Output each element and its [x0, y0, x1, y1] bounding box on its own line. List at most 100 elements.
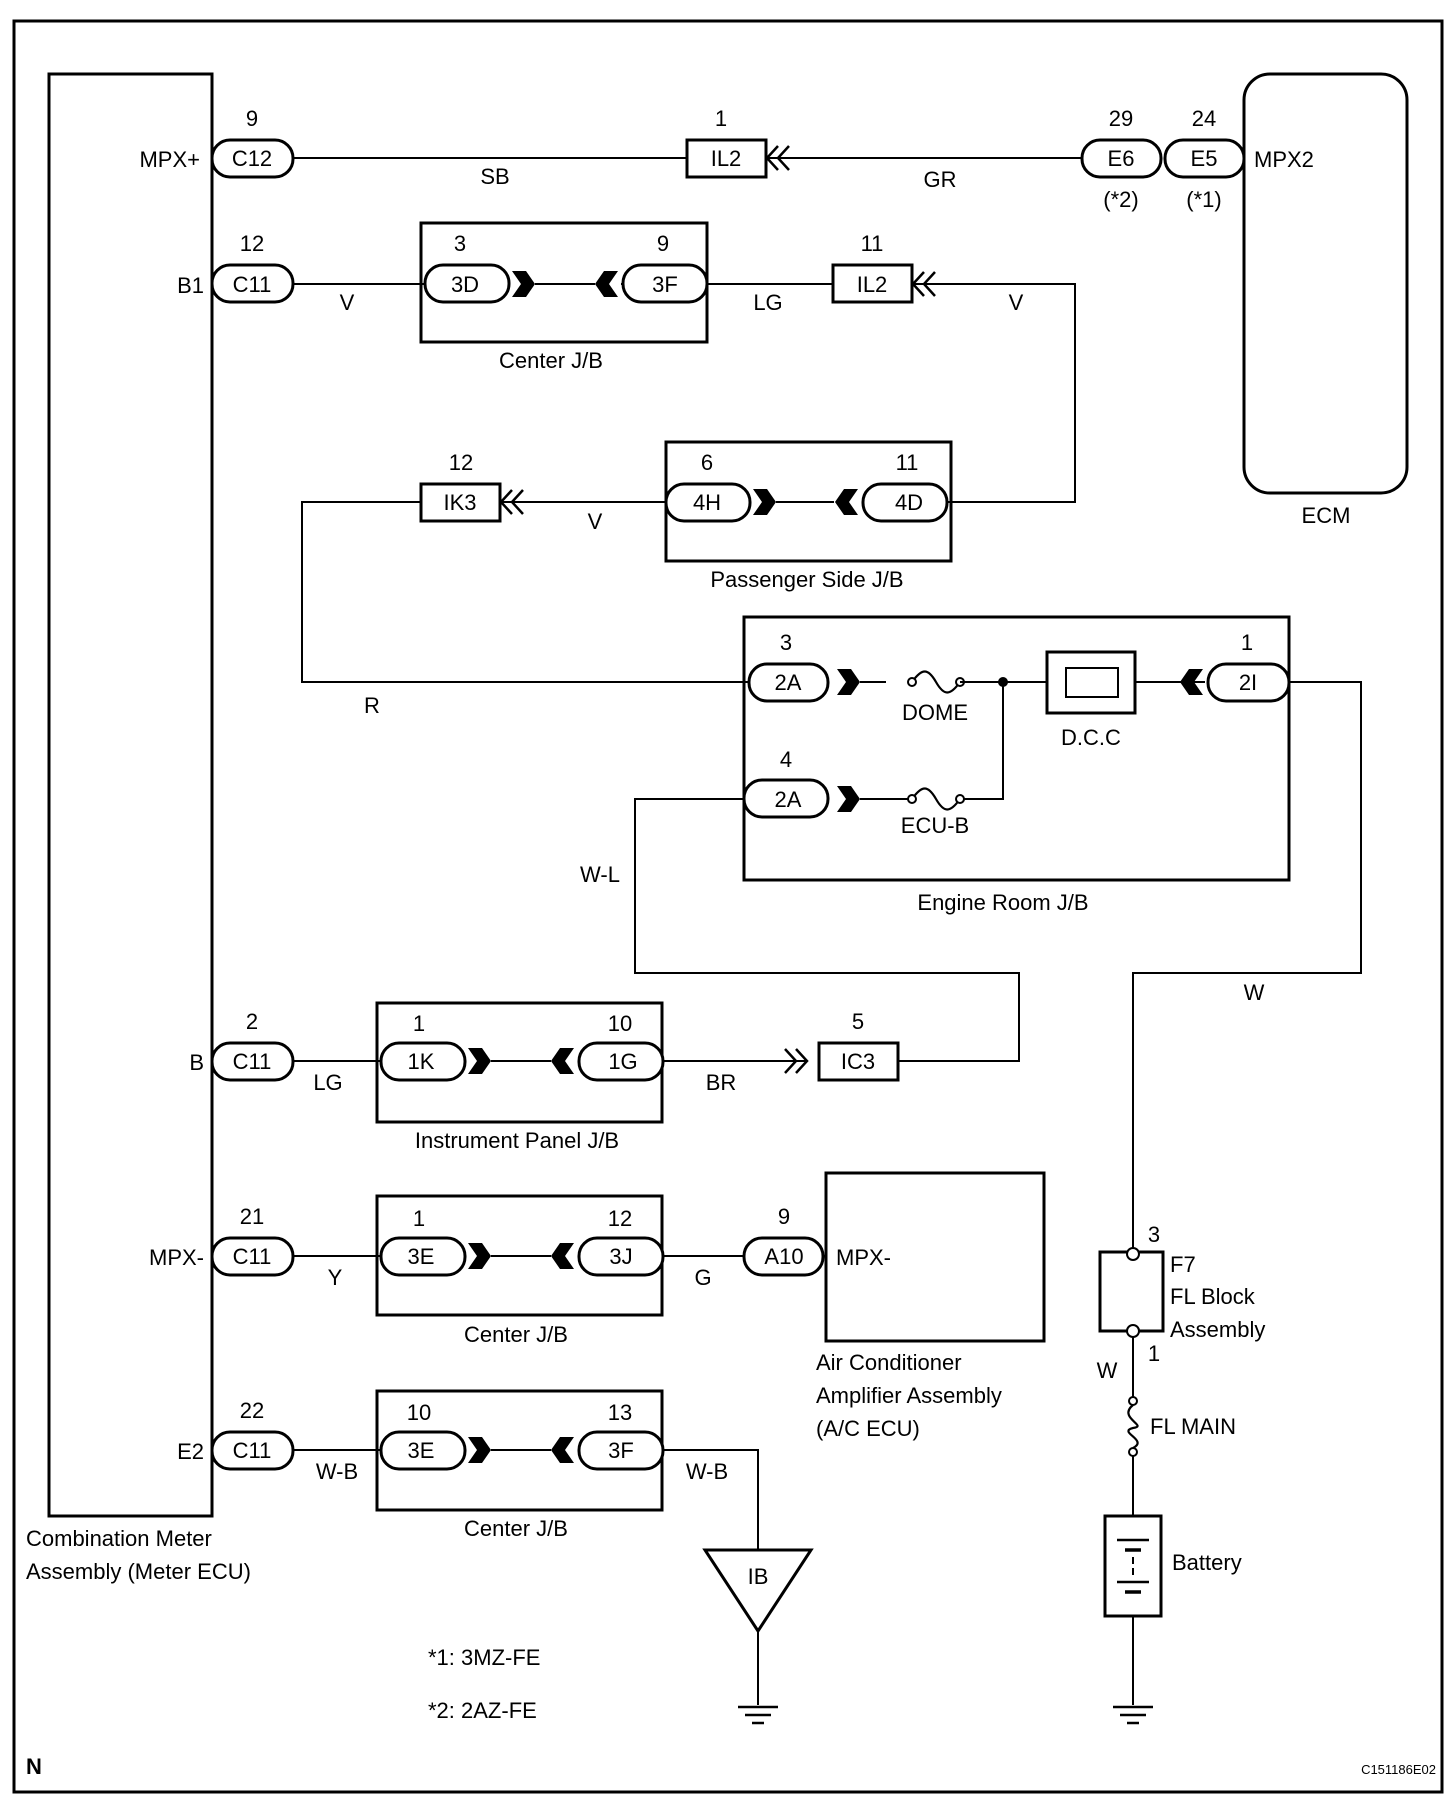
instrument-panel-jb: 1 1K 10 1G Instrument Panel J/B — [375, 1001, 665, 1153]
connector-c11-b1: 12 C11 — [210, 231, 295, 304]
connector-code: 3F — [608, 1438, 634, 1463]
connector-code: 4D — [895, 490, 923, 515]
ac-amp-label-2: Amplifier Assembly — [816, 1383, 1002, 1408]
pin-number: 1 — [413, 1206, 425, 1231]
fl-block-assembly: 3 F7 FL Block Assembly 1 — [1098, 1222, 1265, 1366]
ac-terminal-mpx-minus: MPX- — [836, 1245, 891, 1270]
ac-amplifier-box — [824, 1171, 1046, 1343]
pin-number: 1 — [1148, 1341, 1160, 1366]
ecm-box — [1242, 72, 1409, 495]
connector-code: IC3 — [841, 1049, 875, 1074]
fuse-dome — [910, 670, 962, 694]
pin-number: 5 — [852, 1009, 864, 1034]
pin-number: 3 — [454, 231, 466, 256]
figure-code: C151186E02 — [1361, 1762, 1436, 1777]
connector-code: C11 — [233, 1244, 272, 1269]
connector-code: C12 — [232, 146, 272, 171]
battery-label: Battery — [1172, 1550, 1242, 1575]
connector-il2-top: 1 IL2 — [685, 106, 791, 179]
wire-label-w-l: W-L — [580, 862, 620, 887]
connector-code: 2A — [775, 670, 802, 695]
connector-c11-mpx: 21 C11 — [210, 1204, 295, 1277]
center-jb-1-label: Center J/B — [499, 348, 603, 373]
combination-meter-box — [47, 72, 214, 1518]
pin-number: 9 — [778, 1204, 790, 1229]
pin-number: 11 — [861, 231, 884, 256]
wire-label-br: BR — [706, 1070, 737, 1095]
pin-number: 2 — [246, 1009, 258, 1034]
pin-number: 1 — [413, 1011, 425, 1036]
center-jb-1: 3 3D 9 3F Center J/B — [419, 221, 709, 373]
ecm-label: ECM — [1302, 503, 1351, 528]
connector-c12: 9 C12 — [210, 106, 295, 179]
connector-code: 2I — [1239, 670, 1257, 695]
wire-label-w-fl: W — [1097, 1358, 1118, 1383]
pin-number: 1 — [1241, 630, 1253, 655]
wire-paths — [293, 157, 1362, 1705]
passenger-side-jb: 6 4H 11 4D Passenger Side J/B — [664, 440, 953, 592]
connector-code: C11 — [233, 1049, 272, 1074]
center-jb-2-label: Center J/B — [464, 1322, 568, 1347]
wire-label-g: G — [694, 1265, 711, 1290]
connector-code: IL2 — [857, 272, 888, 297]
dcc-label: D.C.C — [1061, 725, 1121, 750]
fuse-fl-main: FL MAIN — [1127, 1396, 1236, 1457]
connector-code: 2A — [775, 787, 802, 812]
connector-note: (*2) — [1103, 187, 1138, 212]
fuse-dome-label: DOME — [902, 700, 968, 725]
pin-number: 3 — [1148, 1222, 1160, 1247]
connector-code: 1G — [608, 1049, 637, 1074]
ground-icon — [736, 1705, 780, 1725]
connector-ic3: 5 IC3 — [783, 1009, 900, 1082]
terminal-e2: E2 — [177, 1439, 204, 1464]
pin-number: 6 — [701, 450, 713, 475]
connector-ik3: 12 IK3 — [419, 450, 525, 523]
connector-c11-b: 2 C11 — [210, 1009, 295, 1082]
battery: Battery — [1103, 1514, 1242, 1618]
connector-code: E5 — [1191, 146, 1218, 171]
outer-frame — [12, 19, 1444, 1794]
wire-label-lg-b: LG — [313, 1070, 342, 1095]
terminal-b1: B1 — [177, 273, 204, 298]
terminal-mpx-minus: MPX- — [149, 1245, 204, 1270]
connector-code: A10 — [764, 1244, 803, 1269]
connector-code: E6 — [1108, 146, 1135, 171]
connector-code: 3J — [609, 1244, 632, 1269]
wire-label-lg-top: LG — [753, 290, 782, 315]
pin-number: 24 — [1192, 106, 1216, 131]
note-2: *2: 2AZ-FE — [428, 1698, 537, 1723]
terminal-mpx-plus: MPX+ — [139, 147, 200, 172]
wire-label-gr: GR — [924, 167, 957, 192]
meter-label-2: Assembly (Meter ECU) — [26, 1559, 251, 1584]
pin-number: 10 — [407, 1400, 431, 1425]
fl-block-label-1: FL Block — [1170, 1284, 1256, 1309]
note-1: *1: 3MZ-FE — [428, 1645, 540, 1670]
fl-main-label: FL MAIN — [1150, 1414, 1236, 1439]
center-jb-3-label: Center J/B — [464, 1516, 568, 1541]
connector-il2-mid: 11 IL2 — [831, 231, 937, 304]
pin-number: 3 — [780, 630, 792, 655]
pin-number: 1 — [715, 106, 727, 131]
connector-code: 3E — [408, 1438, 435, 1463]
pin-number: 12 — [240, 231, 264, 256]
wire-label-v-right: V — [1009, 290, 1024, 315]
wire-label-wb-left: W-B — [316, 1459, 358, 1484]
connector-code: C11 — [233, 272, 272, 297]
passenger-jb-label: Passenger Side J/B — [710, 567, 903, 592]
fuse-ecu-b-label: ECU-B — [901, 813, 969, 838]
pin-number: 12 — [608, 1206, 632, 1231]
meter-label-1: Combination Meter — [26, 1526, 212, 1551]
wire-label-w-right: W — [1244, 980, 1265, 1005]
wire-label-y: Y — [328, 1265, 343, 1290]
pin-number: 22 — [240, 1398, 264, 1423]
engine-jb-label: Engine Room J/B — [917, 890, 1088, 915]
center-jb-2: 1 3E 12 3J Center J/B — [375, 1194, 665, 1347]
wire-label-sb: SB — [480, 164, 509, 189]
pin-number: 13 — [608, 1400, 632, 1425]
corner-letter: N — [26, 1754, 42, 1779]
ground-ib-label: IB — [748, 1564, 769, 1589]
connector-code: 1K — [408, 1049, 435, 1074]
connector-e5: 24 E5 (*1) — [1163, 106, 1246, 212]
connector-code: 4H — [693, 490, 721, 515]
